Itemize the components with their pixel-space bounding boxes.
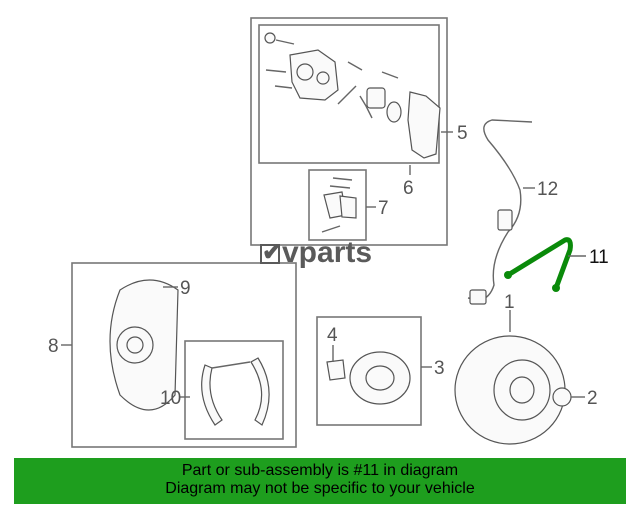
brake-pad-kit <box>321 177 357 233</box>
callout-6: 6 <box>403 178 414 199</box>
hub-box <box>316 316 422 426</box>
logo-text: vparts <box>282 236 373 269</box>
vparts-logo: ✔vparts <box>260 236 373 269</box>
brake-hose-highlight <box>504 237 573 292</box>
pad-kit-box <box>308 169 367 241</box>
info-banner: Part or sub-assembly is #11 in diagram D… <box>14 458 626 504</box>
backing-plate-box <box>71 262 297 448</box>
parking-brake-shoes <box>201 357 270 426</box>
callout-9: 9 <box>180 278 191 299</box>
callout-11: 11 <box>589 247 609 268</box>
callout-10: 10 <box>160 388 181 409</box>
callout-3: 3 <box>434 358 445 379</box>
callout-4: 4 <box>327 325 338 346</box>
callout-5: 5 <box>457 123 468 144</box>
shoe-kit-box <box>184 340 284 440</box>
callout-8: 8 <box>48 336 59 357</box>
caliper-bracket <box>407 91 441 159</box>
banner-line-1: Part or sub-assembly is #11 in diagram <box>181 462 459 479</box>
backing-plate <box>109 279 179 411</box>
callout-7: 7 <box>378 198 389 219</box>
banner-line-2: Diagram may not be specific to your vehi… <box>165 480 475 497</box>
caliper-inner-box <box>258 24 440 164</box>
callout-12: 12 <box>537 179 558 200</box>
abs-sensor-wire <box>467 119 533 305</box>
piston-parts <box>359 87 402 123</box>
caliper-body <box>264 32 399 105</box>
callout-1: 1 <box>504 292 515 313</box>
brake-rotor <box>454 335 566 445</box>
callout-2: 2 <box>587 388 598 409</box>
hub-bearing <box>326 351 411 405</box>
hub-cap <box>552 387 572 407</box>
